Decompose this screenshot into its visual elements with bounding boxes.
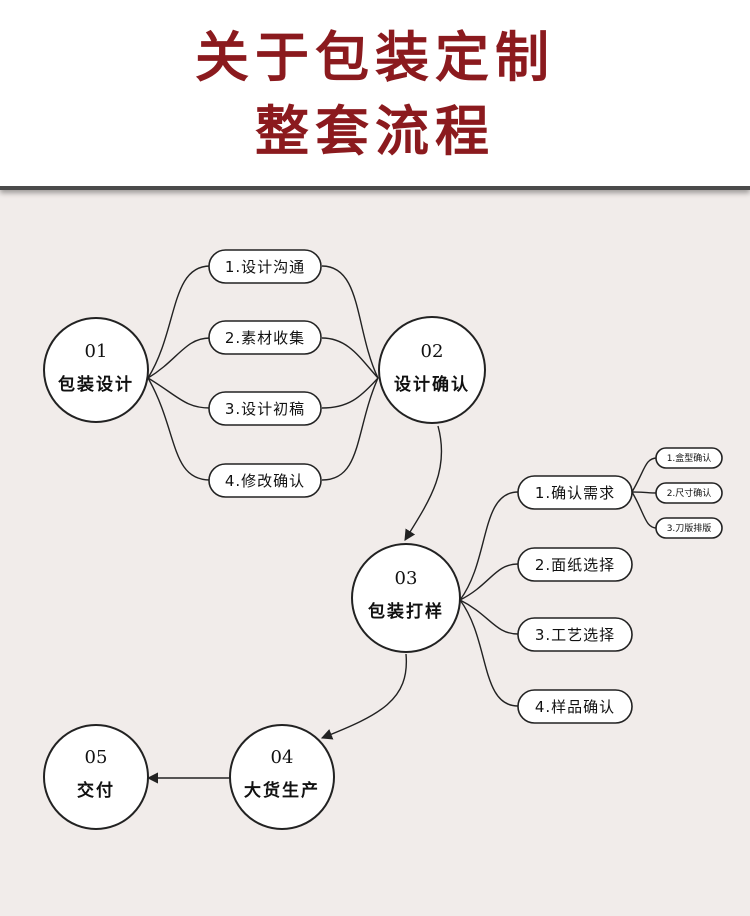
node-01: 01 包装设计 bbox=[43, 317, 149, 423]
node-02-number: 02 bbox=[421, 341, 444, 362]
sample-step-3: 3.工艺选择 bbox=[517, 617, 633, 652]
confirm-substep-2-label: 2.尺寸确认 bbox=[667, 487, 712, 499]
design-step-4: 4.修改确认 bbox=[208, 463, 322, 498]
confirm-sub-connectors bbox=[631, 457, 658, 529]
node-04-number: 04 bbox=[271, 747, 294, 768]
sample-connectors bbox=[459, 491, 519, 707]
confirm-substep-1: 1.盒型确认 bbox=[655, 447, 723, 469]
page-title-line-2: 整套流程 bbox=[255, 100, 495, 163]
node-02-label: 设计确认 bbox=[394, 374, 470, 395]
sample-step-2-label: 2.面纸选择 bbox=[535, 556, 615, 574]
design-step-1-label: 1.设计沟通 bbox=[225, 258, 305, 276]
sample-step-1: 1.确认需求 bbox=[517, 475, 633, 510]
design-step-3: 3.设计初稿 bbox=[208, 391, 322, 426]
confirm-substep-1-label: 1.盒型确认 bbox=[667, 452, 712, 464]
design-step-2: 2.素材收集 bbox=[208, 320, 322, 355]
confirm-substep-3: 3.刀版排版 bbox=[655, 517, 723, 539]
sample-step-1-label: 1.确认需求 bbox=[535, 484, 615, 502]
arrow-03-to-04 bbox=[320, 653, 407, 740]
design-step-1: 1.设计沟通 bbox=[208, 249, 322, 284]
sample-step-2: 2.面纸选择 bbox=[517, 547, 633, 582]
node-04-label: 大货生产 bbox=[244, 780, 320, 801]
page-title-line-1: 关于包装定制 bbox=[195, 26, 555, 89]
sample-step-4-label: 4.样品确认 bbox=[535, 698, 615, 716]
node-01-label: 包装设计 bbox=[58, 374, 134, 395]
node-02: 02 设计确认 bbox=[378, 316, 486, 424]
node-05: 05 交付 bbox=[43, 724, 149, 830]
design-connectors bbox=[147, 265, 379, 481]
arrow-02-to-03 bbox=[404, 425, 443, 541]
node-04: 04 大货生产 bbox=[229, 724, 335, 830]
sample-step-4: 4.样品确认 bbox=[517, 689, 633, 724]
sample-step-3-label: 3.工艺选择 bbox=[535, 626, 615, 644]
design-step-2-label: 2.素材收集 bbox=[225, 329, 305, 347]
node-03-label: 包装打样 bbox=[368, 601, 444, 622]
node-03-number: 03 bbox=[395, 568, 418, 589]
page-header: 关于包装定制 整套流程 bbox=[0, 0, 750, 190]
node-03: 03 包装打样 bbox=[351, 543, 461, 653]
design-step-4-label: 4.修改确认 bbox=[225, 472, 305, 490]
node-05-label: 交付 bbox=[77, 780, 115, 801]
confirm-substep-3-label: 3.刀版排版 bbox=[667, 522, 712, 534]
node-01-number: 01 bbox=[85, 341, 108, 362]
confirm-substep-2: 2.尺寸确认 bbox=[655, 482, 723, 504]
node-05-number: 05 bbox=[85, 747, 108, 768]
design-step-3-label: 3.设计初稿 bbox=[225, 400, 305, 418]
